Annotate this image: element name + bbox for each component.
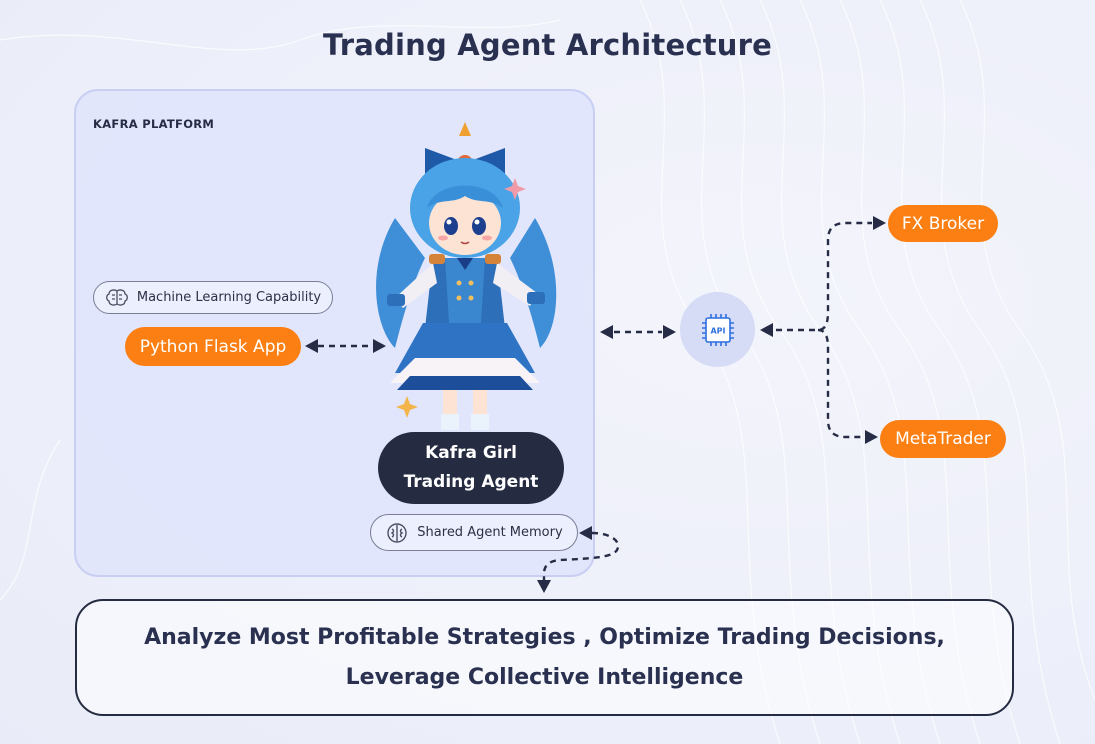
brain-icon xyxy=(105,288,128,306)
kafra-girl-illustration xyxy=(376,122,557,430)
summary-box: Analyze Most Profitable Strategies , Opt… xyxy=(75,599,1014,716)
api-node: API xyxy=(680,292,755,367)
summary-line-1: Analyze Most Profitable Strategies , Opt… xyxy=(144,624,945,650)
python-flask-node: Python Flask App xyxy=(125,327,301,366)
platform-label: KAFRA PLATFORM xyxy=(93,117,215,131)
agent-role-line: Trading Agent xyxy=(403,472,539,492)
agent-name-line: Kafra Girl xyxy=(425,443,517,463)
metatrader-node: MetaTrader xyxy=(880,420,1006,458)
shared-memory-pill: Shared Agent Memory xyxy=(370,514,578,551)
diagram-title: Trading Agent Architecture xyxy=(322,28,773,62)
trading-agent-node: Kafra Girl Trading Agent xyxy=(378,432,564,504)
summary-line-2: Leverage Collective Intelligence xyxy=(345,664,744,690)
ml-capability-label: Machine Learning Capability xyxy=(136,290,322,305)
shared-memory-label: Shared Agent Memory xyxy=(417,525,563,540)
brain-icon xyxy=(387,522,407,543)
chip-icon: API xyxy=(701,313,734,346)
api-label: API xyxy=(710,326,725,335)
fx-broker-node: FX Broker xyxy=(888,205,998,242)
ml-capability-pill: Machine Learning Capability xyxy=(93,281,333,314)
